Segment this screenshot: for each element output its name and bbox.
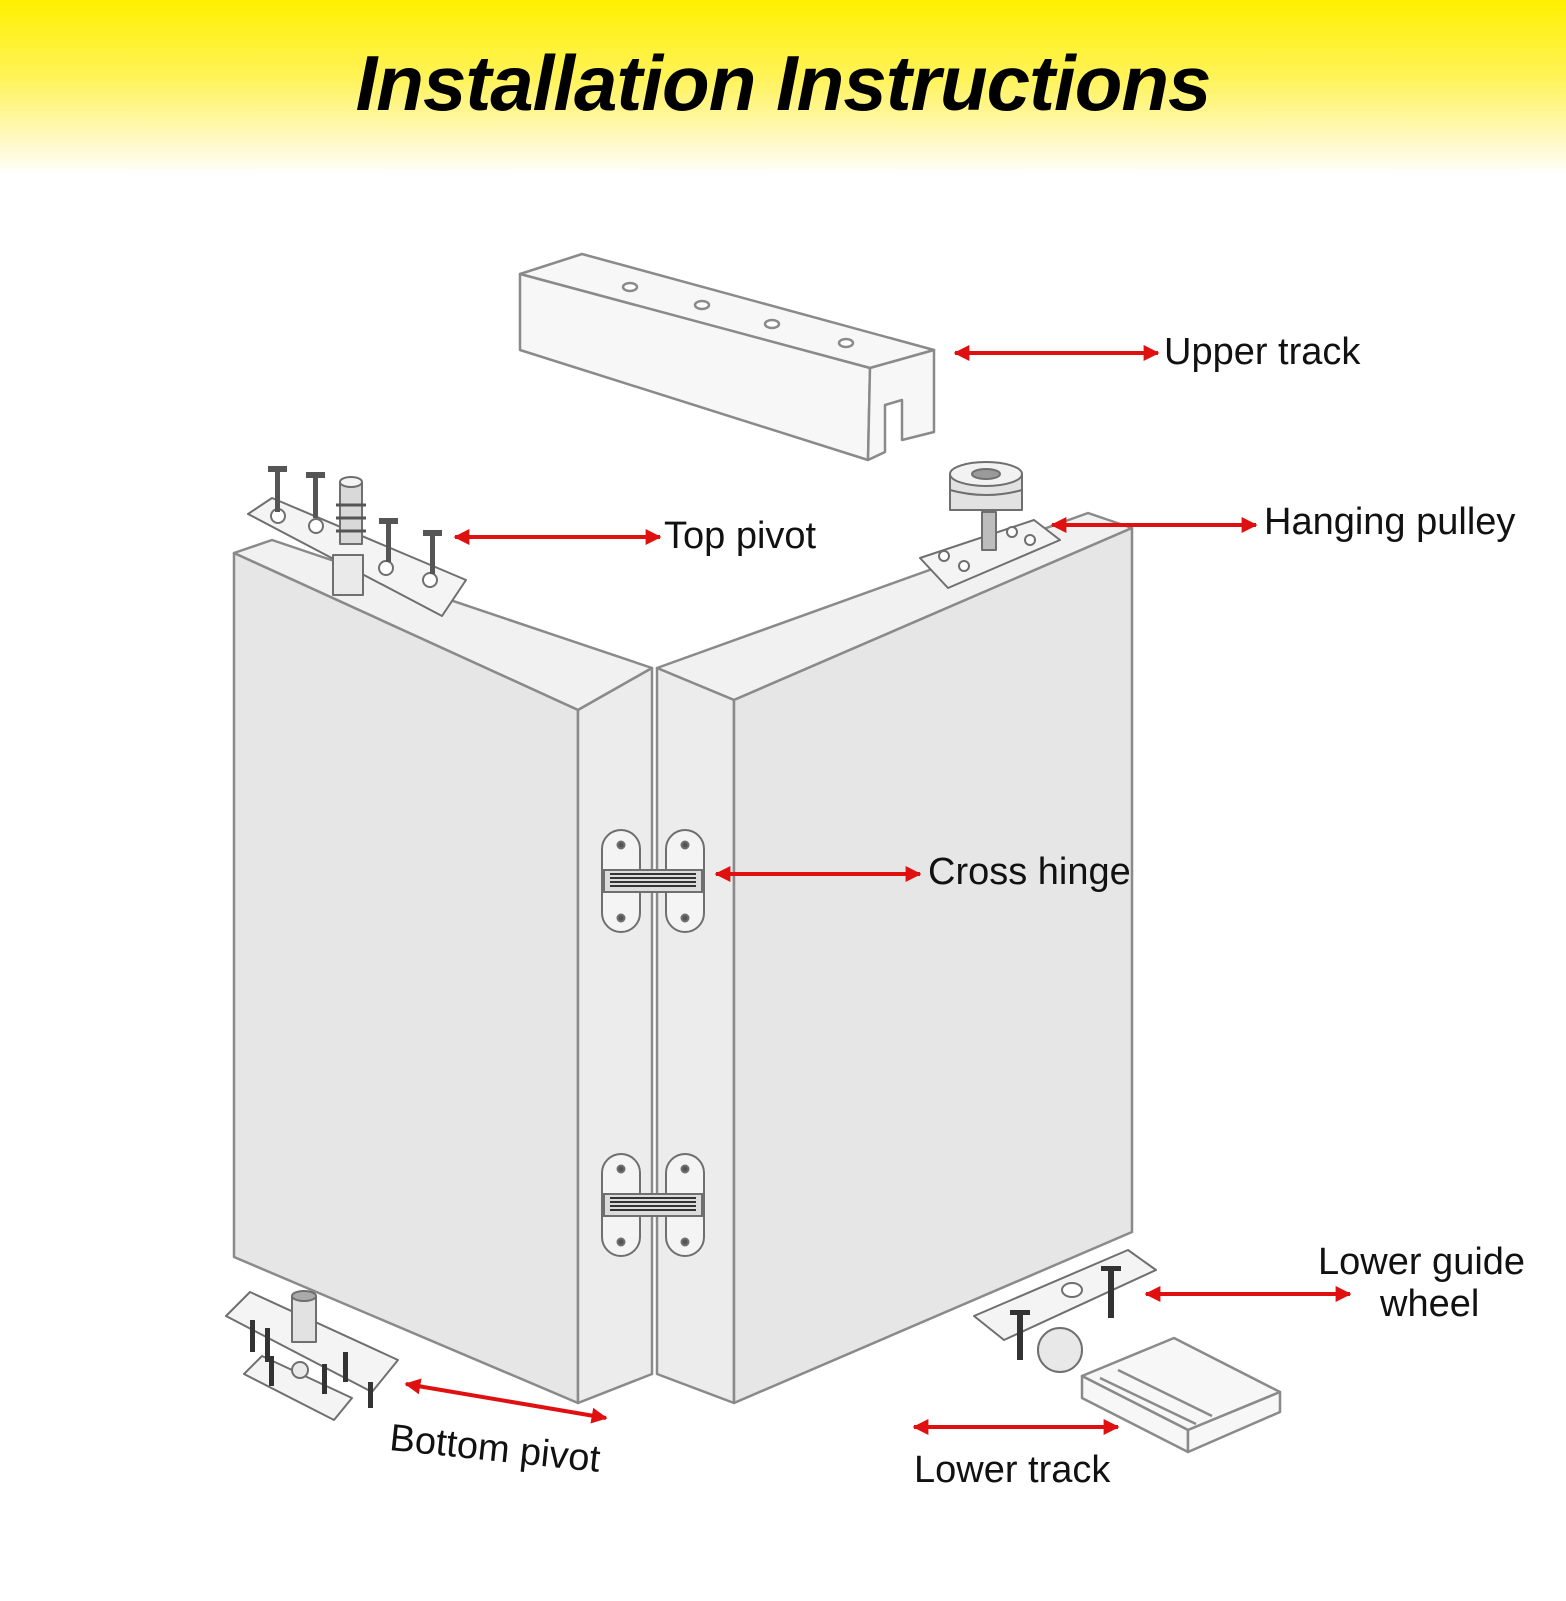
page-title: Installation Instructions [355, 39, 1212, 127]
upper-track [518, 252, 936, 462]
hanging-pulley [919, 461, 1061, 589]
right-door-panel [655, 511, 1134, 1405]
hanging-pulley-label: Hanging pulley [1264, 501, 1516, 543]
left-door-panel [232, 538, 654, 1405]
bottom-pivot-arrow [404, 1378, 608, 1424]
callout-arrows [404, 345, 1352, 1435]
upper-track-label: Upper track [1164, 331, 1361, 373]
lower-track [1080, 1336, 1282, 1454]
title-banner [0, 0, 1566, 175]
lower-guide-wheel-label-line1: Lower guide [1318, 1241, 1526, 1283]
lower-guide-wheel-label-line2: wheel [1380, 1283, 1480, 1325]
cross-hinge-upper [601, 829, 705, 933]
top-pivot [247, 466, 467, 617]
lower-track-label: Lower track [914, 1449, 1111, 1491]
cross-hinge-label: Cross hinge [928, 851, 1131, 893]
lower-guide-wheel [973, 1249, 1157, 1373]
top-pivot-label: Top pivot [664, 515, 817, 557]
cross-hinge-lower [601, 1153, 705, 1257]
bottom-pivot [225, 1290, 399, 1421]
